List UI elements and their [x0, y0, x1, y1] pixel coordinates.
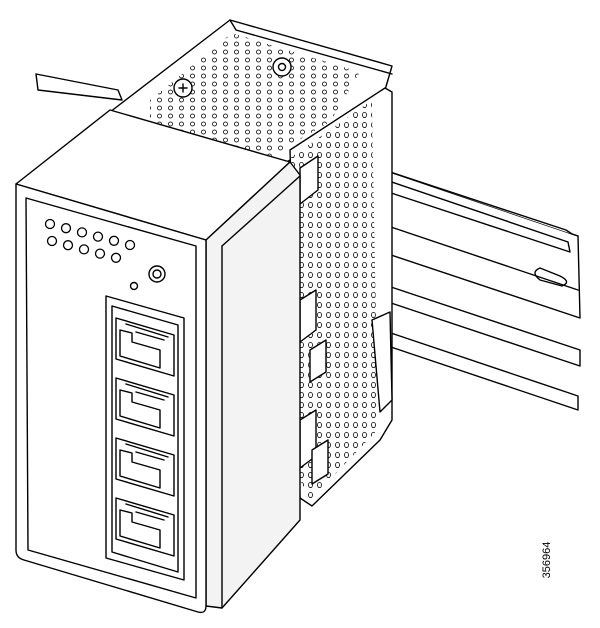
led-indicator	[108, 235, 120, 246]
rail-clip	[371, 311, 393, 413]
led-indicator	[124, 239, 136, 251]
led-indicator	[78, 244, 90, 255]
din-rail-left-flange	[35, 73, 123, 101]
chassis-side-vent-area	[290, 100, 378, 500]
rj45-port[interactable]	[115, 377, 175, 437]
led-indicator	[76, 227, 88, 238]
din-rail-lower-lip	[381, 283, 581, 367]
led-indicator	[94, 248, 106, 259]
front-module	[15, 109, 301, 614]
chassis-top-rim	[229, 19, 393, 75]
din-rail-top-lip	[379, 177, 571, 253]
din-rail-top-edge	[377, 167, 579, 237]
led-indicator	[46, 235, 58, 247]
din-rail-slot	[534, 267, 568, 287]
figure-id-label: 356964	[541, 541, 553, 579]
led-indicator	[44, 218, 56, 230]
led-indicator	[60, 223, 72, 234]
rj45-port[interactable]	[115, 437, 175, 497]
side-latch	[311, 439, 329, 485]
module-side-face	[205, 161, 301, 609]
led-indicator	[62, 240, 74, 251]
led-indicator	[110, 252, 122, 263]
mode-button	[148, 265, 166, 283]
rj45-port[interactable]	[115, 497, 175, 557]
led-indicator	[92, 231, 104, 242]
status-led	[129, 281, 139, 291]
chassis-side	[263, 87, 393, 507]
screw-icon	[173, 78, 193, 98]
din-rail-inner-line	[381, 223, 579, 291]
din-rail	[35, 73, 581, 411]
rj45-port[interactable]	[115, 317, 175, 377]
led-array	[44, 218, 136, 263]
rj45-ports	[115, 317, 175, 557]
side-latch	[309, 339, 327, 383]
screw-icon	[272, 57, 292, 77]
